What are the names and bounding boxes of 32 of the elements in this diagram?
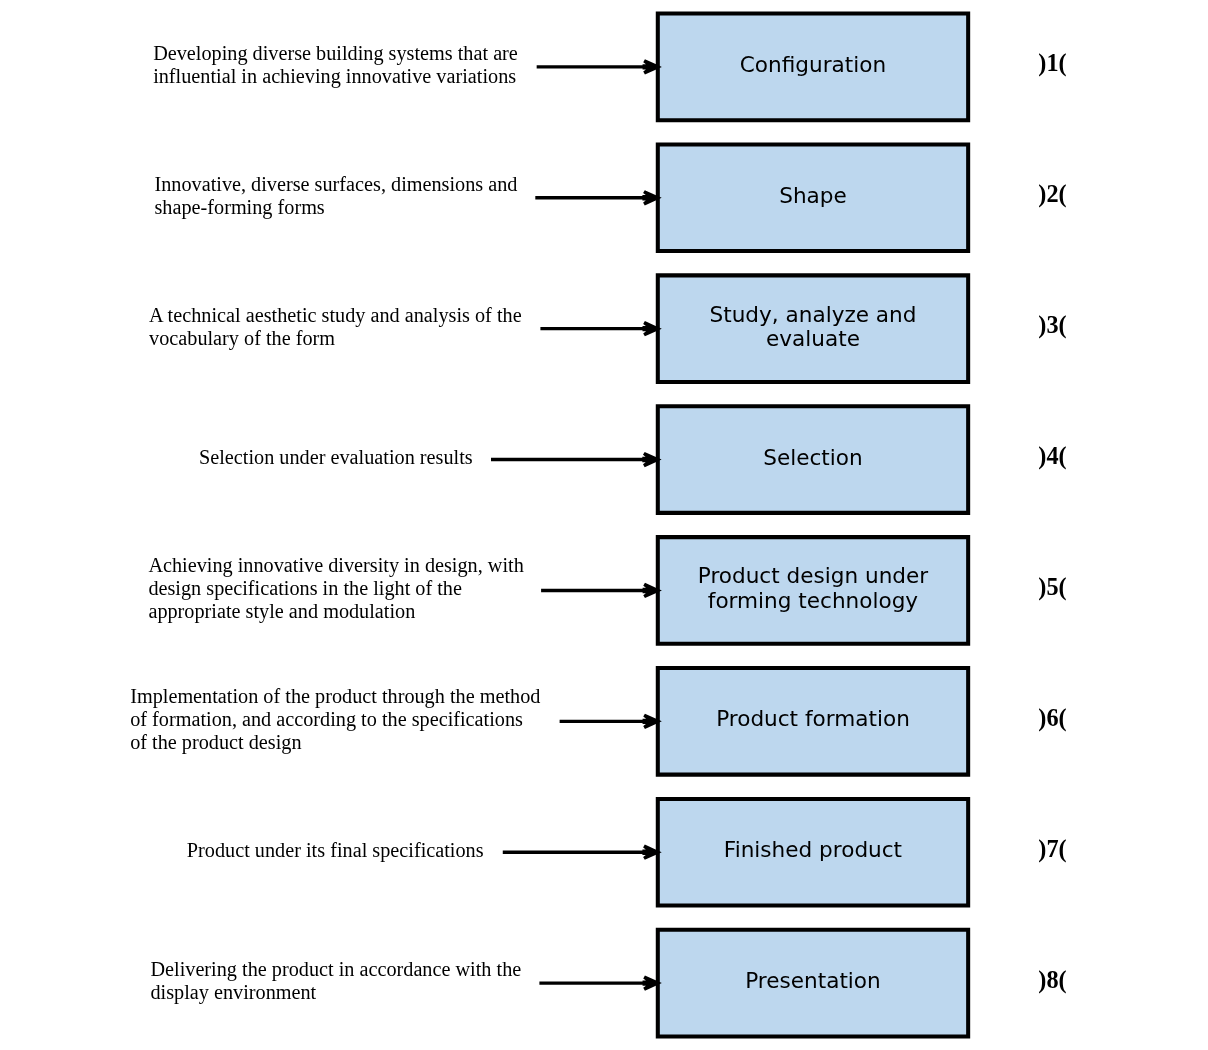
arrow (490, 451, 659, 468)
node-box: Configuration (655, 11, 970, 123)
arrow (559, 713, 659, 730)
node-text: Innovative, diverse surfaces, dimensions and shape-forming forms (153, 173, 517, 218)
node-text: A technical aesthetic study and analysis of the vocabulary of the form (148, 303, 522, 349)
node-label: )5( (1037, 573, 1067, 601)
node-label: )7( (1037, 834, 1067, 862)
node-text: Selection under evaluation results (198, 446, 473, 469)
node-text: Delivering the product in accordance with the display environment (149, 958, 521, 1004)
node-box: Presentation (655, 927, 970, 1039)
node-label: )2( (1037, 180, 1067, 208)
arrow (540, 582, 659, 599)
arrow (536, 59, 659, 75)
node-label: )6( (1037, 703, 1067, 731)
node-label: )4( (1037, 442, 1067, 470)
node-box: Product formation (655, 666, 970, 777)
node-text: Developing diverse building systems that are influential in achieving innovative variations (152, 42, 518, 88)
node-text: Product under its final specifications (186, 838, 484, 861)
node-box: Finished product (655, 796, 970, 908)
node-label: )1( (1037, 49, 1067, 77)
node-box: Shape (655, 142, 970, 254)
node-label: )3( (1037, 311, 1067, 339)
arrow (502, 844, 659, 860)
arrow (534, 190, 659, 206)
node-box: Product design under forming technology (655, 535, 970, 646)
arrow (539, 320, 659, 337)
arrow (538, 975, 659, 991)
node-text: Achieving innovative diversity in design, with design specifications in the light of the appropriate style and modulation (147, 554, 524, 623)
node-label: )8( (1037, 965, 1067, 993)
node-text: Implementation of the product through the method of formation, and according to the specifications of the product design (129, 685, 540, 753)
node-box: Study, analyze and evaluate (655, 273, 970, 384)
node-box: Selection (655, 404, 970, 515)
